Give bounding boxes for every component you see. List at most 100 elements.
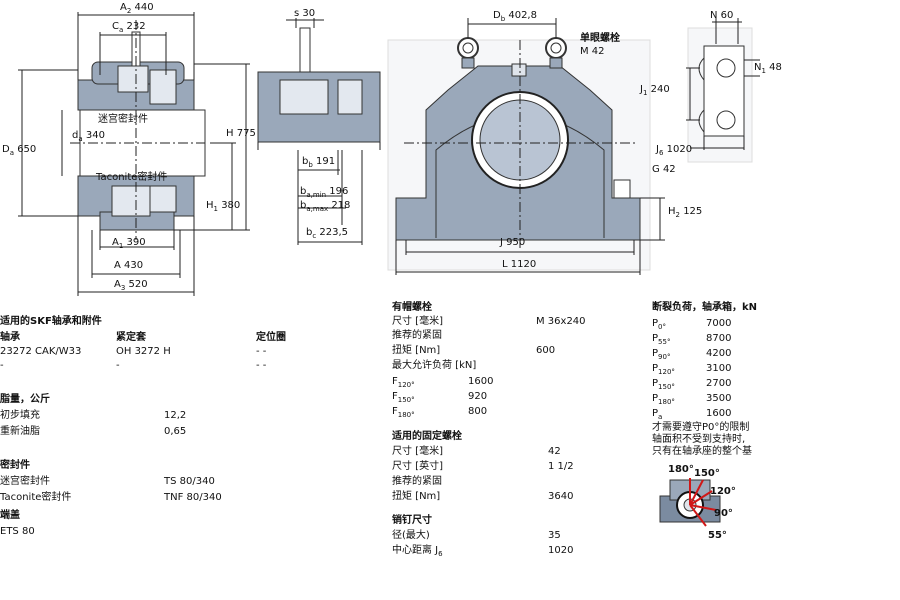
angle-90-label: 90° [714,508,733,519]
dim-n1: N1 48 [754,62,782,75]
max-load-label: 最大允许负荷 [kN] [392,360,477,371]
col1-header-sleeve: 紧定套 [116,332,146,343]
p90-value: 4200 [706,348,732,359]
dowel-dia-label: 径(最大) [392,530,430,541]
row2-sleeve: - [116,360,120,371]
fix-size-in-label: 尺寸 [英寸] [392,461,443,472]
endcover-value: ETS 80 [0,526,35,537]
single-eye-bolt-label: 单眼螺栓 [580,33,620,44]
endcover-title: 端盖 [0,510,20,521]
note-line-2: 轴面积不受到支持时, [652,434,746,445]
dim-j: J 950 [500,237,526,248]
initial-fill-label: 初步填充 [0,410,40,421]
cap-tighten-label: 推荐的紧固 [392,330,442,341]
housing-elevation-view [387,18,665,275]
row1-ring: - - [256,346,267,357]
dim-j6: J6 1020 [656,144,693,157]
dim-s: s 30 [294,8,316,19]
row1-sleeve: OH 3272 H [116,346,171,357]
dim-da-inner: da 340 [72,130,105,143]
labyrinth-seal-value: TS 80/340 [164,476,215,487]
dim-a1: A1 390 [112,237,146,250]
row2-ring: - - [256,360,267,371]
cap-torque-value: 600 [536,345,556,356]
dim-ca: Ca 232 [112,21,146,34]
angle-120-label: 120° [710,486,736,497]
p55-label: P55° [652,333,671,346]
seal-title: 密封件 [0,460,30,471]
dim-h: H 775 [226,128,256,139]
f150-value: 920 [468,391,488,402]
dim-a: A 430 [114,260,144,271]
initial-fill-value: 12,2 [164,410,187,421]
fix-size-mm-label: 尺寸 [毫米] [392,446,443,457]
dim-g: G 42 [652,164,676,175]
dowel-title: 销钉尺寸 [392,515,432,526]
fix-torque-value: 3640 [548,491,574,502]
dim-ba-min: ba,min 196 [300,186,349,199]
base-plan-view [686,18,760,163]
col1-title: 适用的SKF轴承和附件 [0,316,102,327]
dim-a3: A3 520 [114,279,148,292]
fix-size-mm-value: 42 [548,446,561,457]
grease-title: 脂量，公斤 [0,394,50,405]
note-line-1: 才需要遵守P0°的限制 [652,422,750,433]
angle-180-label: 180° [668,464,694,475]
single-eye-bolt-size: M 42 [580,46,605,57]
p90-label: P90° [652,348,671,361]
p0-value: 7000 [706,318,732,329]
labyrinth-seal-callout: 迷宫密封件 [98,114,148,125]
dim-db: Db 402,8 [493,10,537,23]
cap-size-value: M 36x240 [536,316,586,327]
center-dist-value: 1020 [548,545,574,556]
p120-label: P120° [652,363,675,376]
p180-value: 3500 [706,393,732,404]
cap-torque-label: 扭矩 [Nm] [392,345,441,356]
labyrinth-seal-label: 迷宫密封件 [0,476,50,487]
load-angle-diagram: 180° 150° 120° 90° 55° [659,464,736,541]
cap-size-label: 尺寸 [毫米] [392,316,443,327]
note-line-3: 只有在轴承座的整个基 [652,446,752,457]
p180-label: P180° [652,393,675,406]
p55-value: 8700 [706,333,732,344]
f150-label: F150° [392,391,415,404]
f180-value: 800 [468,406,488,417]
p150-value: 2700 [706,378,732,389]
side-section-view [257,18,381,245]
pa-value: 1600 [706,408,732,419]
f180-label: F180° [392,406,415,419]
f120-label: F120° [392,376,415,389]
fix-bolt-title: 适用的固定螺栓 [392,431,462,442]
center-dist-label: 中心距离 J6 [392,545,443,558]
dim-bb: bb 191 [302,156,336,169]
taconite-seal-value: TNF 80/340 [164,492,222,503]
cap-bolt-title: 有帽螺栓 [392,302,432,313]
dim-j1: J1 240 [640,84,670,97]
angle-55-label: 55° [708,530,727,541]
fix-size-in-value: 1 1/2 [548,461,574,472]
pa-label: Pa [652,408,663,421]
taconite-seal-callout: Taconite密封件 [96,172,168,183]
dim-h1: H1 380 [206,200,241,213]
dim-a2: A2 440 [120,2,154,15]
fix-torque-label: 扭矩 [Nm] [392,491,441,502]
regrease-value: 0,65 [164,426,187,437]
dim-l: L 1120 [502,259,537,270]
dim-da-outer: Da 650 [2,144,37,157]
p150-label: P150° [652,378,675,391]
fix-tighten-label: 推荐的紧固 [392,476,442,487]
dim-h2: H2 125 [668,206,703,219]
col1-header-ring: 定位圈 [256,332,286,343]
angle-150-label: 150° [694,468,720,479]
f120-value: 1600 [468,376,494,387]
p120-value: 3100 [706,363,732,374]
dowel-dia-value: 35 [548,530,561,541]
p0-label: P0° [652,318,666,331]
front-section-view [18,12,250,296]
taconite-seal-label: Taconite密封件 [0,492,72,503]
dim-ba-max: ba,max 218 [300,200,351,213]
break-load-title: 断裂负荷，轴承箱，kN [652,302,758,313]
dim-bc: bc 223,5 [306,227,349,240]
row1-bearing: 23272 CAK/W33 [0,346,82,357]
